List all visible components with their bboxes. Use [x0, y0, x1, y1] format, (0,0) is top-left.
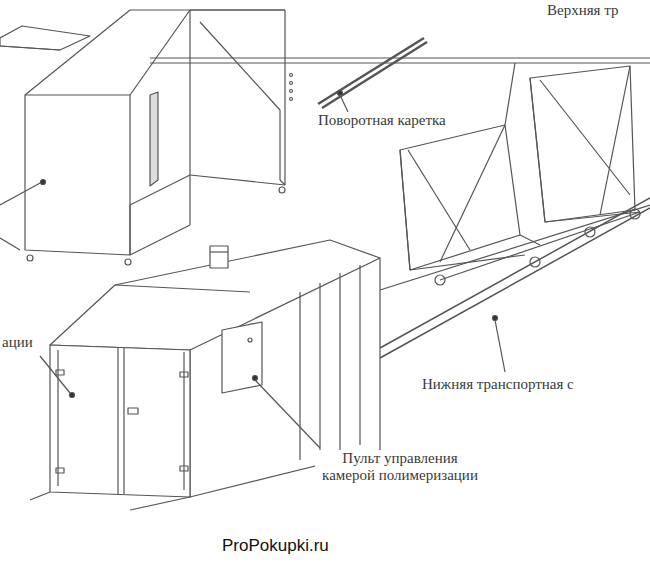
leader-dot: [41, 180, 46, 185]
leader-dot: [70, 393, 75, 398]
lower-track: [380, 198, 650, 358]
leader-line: [0, 238, 20, 250]
leader-line: [0, 182, 42, 205]
booth-lid: [0, 46, 60, 50]
leader-dot: [493, 316, 498, 321]
upper-track: [150, 62, 650, 63]
watermark: ProPokupki.ru: [220, 536, 331, 556]
part-label: Поворотная каретка: [316, 112, 448, 129]
leader-line: [340, 95, 348, 112]
leader-line: [255, 380, 320, 448]
part-label: ации: [0, 334, 35, 351]
track-label: Нижняя транспортная с: [420, 376, 576, 393]
booth-lid: [0, 26, 90, 50]
spray-booth: [25, 10, 293, 265]
leader-dot: [253, 376, 258, 381]
part-label: Пульт управления камерой полимеризации: [315, 450, 485, 485]
rotating-carriage: [318, 38, 427, 108]
track-label: Верхняя тр: [545, 2, 620, 19]
leader-line: [495, 320, 505, 372]
hanging-rack: [400, 63, 640, 270]
leader-line: [40, 356, 70, 393]
